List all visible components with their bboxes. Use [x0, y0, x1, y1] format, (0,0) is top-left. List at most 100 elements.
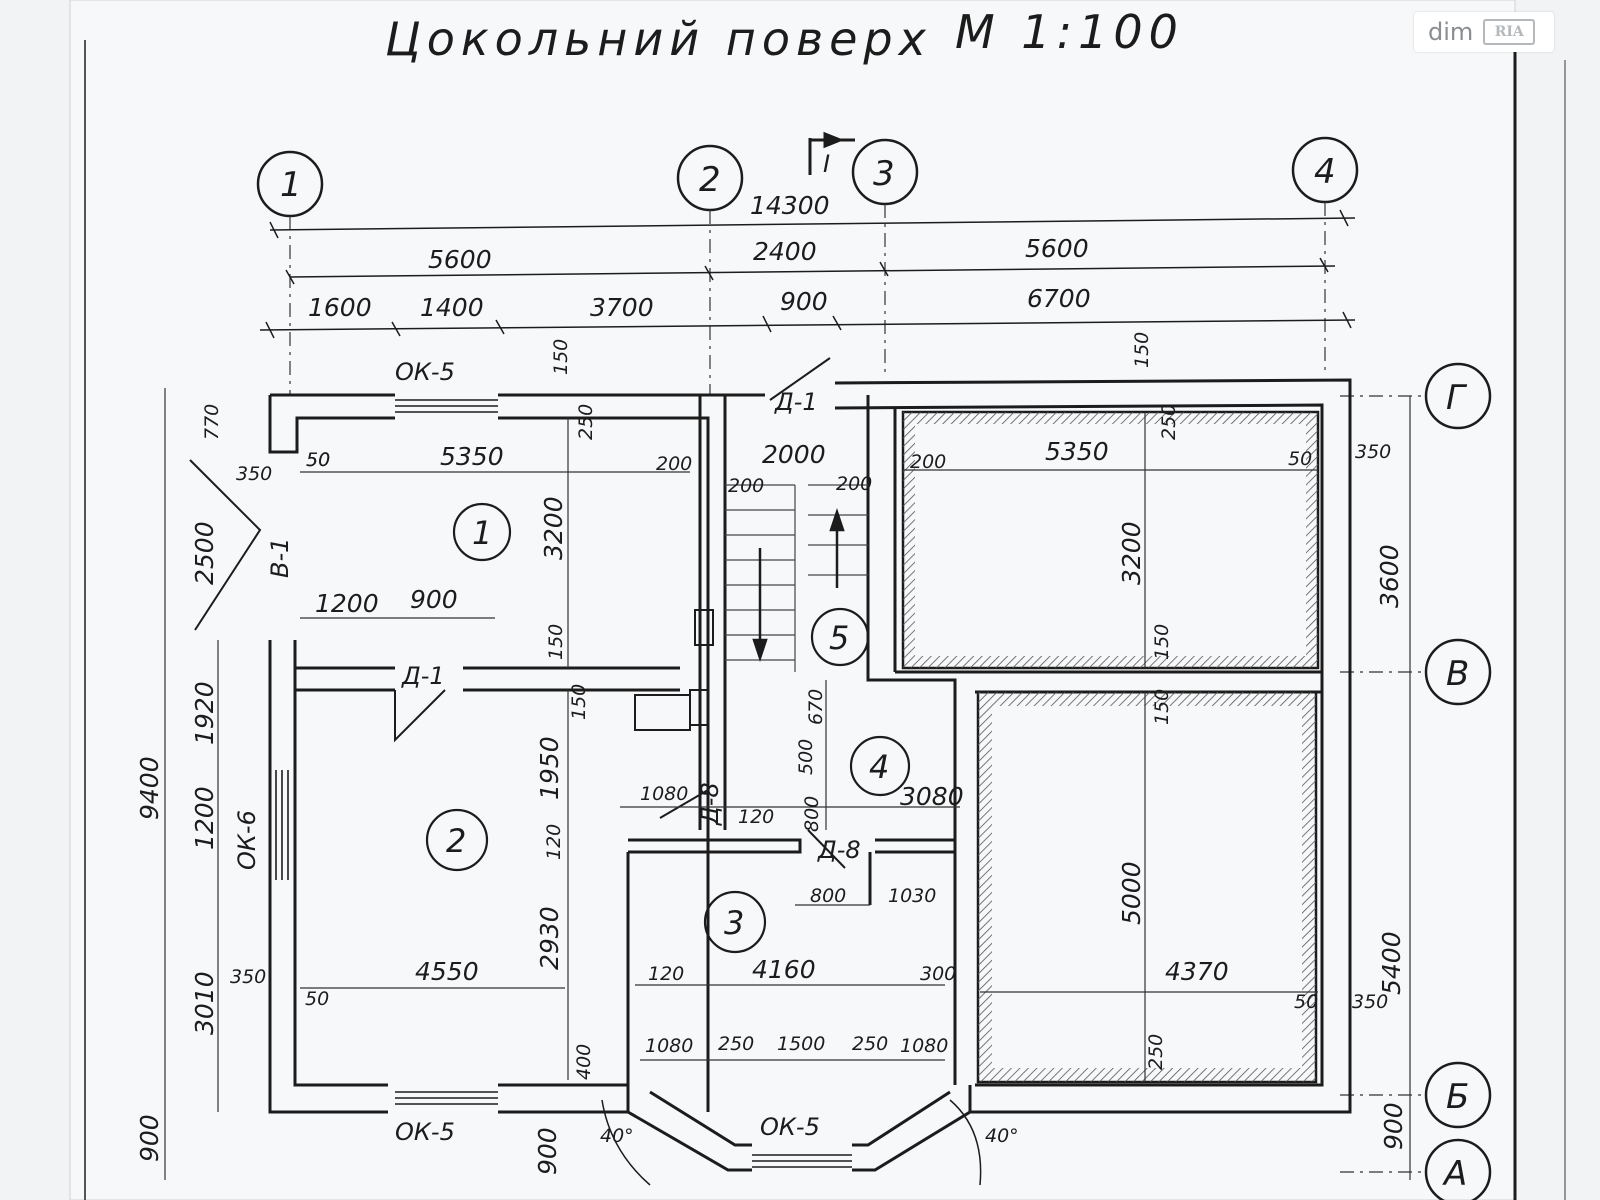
- fixtures: [634, 609, 714, 731]
- dim-r2-width: 4550: [415, 957, 479, 986]
- dim-wall-150a: 150: [550, 339, 572, 375]
- dim-5400: 5400: [1377, 931, 1406, 995]
- dim-2500: 2500: [190, 521, 219, 585]
- dim-r1-width: 5350: [440, 442, 504, 471]
- dim-1080-corridor: 1080: [640, 783, 688, 805]
- label-v1: В-1: [266, 538, 294, 578]
- dimension-lines-top: [259, 209, 1356, 339]
- watermark-text: dim: [1428, 18, 1474, 46]
- dim-50-left-b: 50: [305, 988, 329, 1010]
- room-3: 3: [724, 904, 744, 942]
- doors: [189, 357, 846, 869]
- dim-top-900: 900: [780, 287, 828, 316]
- dim-r2-1950: 1950: [535, 736, 564, 800]
- dim-120-corridor: 120: [738, 806, 774, 828]
- dim-9400: 9400: [135, 756, 164, 820]
- bay-angle-arcs: [601, 1099, 982, 1186]
- room-5: 5: [829, 619, 849, 657]
- dim-500: 500: [795, 739, 817, 775]
- dim-1200: 1200: [315, 589, 379, 618]
- axis-3: 3: [873, 154, 895, 194]
- dim-3010: 3010: [190, 971, 219, 1035]
- dim-stair-2000: 2000: [762, 440, 826, 469]
- dim-tr-width: 5350: [1045, 437, 1109, 466]
- axis-4: 4: [1314, 152, 1336, 192]
- dim-r2-2930: 2930: [535, 906, 564, 970]
- axis-b: Б: [1446, 1077, 1469, 1117]
- dim-wall-50a: 50: [1288, 448, 1312, 470]
- label-d8: Д-8: [817, 836, 861, 864]
- dim-bay-1080b: 1080: [900, 1035, 948, 1057]
- dim-bay-1080a: 1080: [645, 1035, 693, 1057]
- section-mark-label: I: [823, 150, 830, 178]
- room-1: 1: [472, 514, 492, 552]
- watermark-badge: dim RIA: [1414, 12, 1554, 52]
- dim-350-left-b: 350: [230, 966, 266, 988]
- axis-a: А: [1442, 1154, 1467, 1194]
- axis-1: 1: [280, 165, 302, 205]
- dim-50-left: 50: [306, 449, 330, 471]
- stair-arrows: [752, 508, 845, 662]
- axis-2: 2: [699, 160, 721, 200]
- dim-770: 770: [201, 404, 223, 440]
- room-2: 2: [446, 822, 466, 860]
- label-ok6: ОК-6: [233, 810, 261, 870]
- dim-wall-120b: 120: [648, 963, 684, 985]
- dim-wall-50b: 50: [1294, 991, 1318, 1013]
- dimension-lines-inner: [164, 388, 1411, 1180]
- drawing-scale: М 1:100: [955, 5, 1184, 59]
- drawing-title: Цокольний поверх: [385, 12, 932, 66]
- dim-wall-250a: 250: [575, 404, 597, 440]
- dim-670: 670: [805, 689, 827, 725]
- label-d8b: Д-8: [696, 782, 724, 826]
- dim-br-height: 5000: [1117, 861, 1146, 925]
- label-ok5-bay: ОК-5: [760, 1113, 820, 1141]
- dim-wall-150b: 150: [1131, 332, 1153, 368]
- dim-tr-height: 3200: [1117, 521, 1146, 585]
- dim-bay-900: 900: [533, 1127, 562, 1175]
- dim-1200-left: 1200: [190, 786, 219, 850]
- dim-top-2400: 2400: [753, 237, 817, 266]
- dim-3080: 3080: [900, 782, 964, 811]
- dim-350-right-a: 350: [1355, 441, 1391, 463]
- label-ok5-top: ОК-5: [395, 358, 455, 386]
- label-d1-top: Д-1: [774, 388, 818, 416]
- dim-wall-250c: 250: [1145, 1034, 1167, 1070]
- dim-200a: 200: [656, 453, 692, 475]
- dim-1030: 1030: [888, 885, 936, 907]
- dim-wall-150d: 150: [568, 684, 590, 720]
- dim-350-left: 350: [236, 463, 272, 485]
- axis-leaders: [289, 202, 1426, 1173]
- dim-wall-50c: 50: [306, 449, 330, 471]
- angle-left: 40°: [600, 1125, 634, 1147]
- dim-top-6700: 6700: [1027, 284, 1091, 313]
- dim-wall-400: 400: [573, 1044, 595, 1080]
- room-circles: [425, 502, 911, 954]
- dim-900-right: 900: [1379, 1102, 1408, 1150]
- paper-sheet: [69, 0, 1516, 1200]
- dim-900: 900: [410, 585, 458, 614]
- angle-right: 40°: [985, 1125, 1019, 1147]
- dim-top-3700: 3700: [590, 293, 654, 322]
- dim-top-1600: 1600: [308, 293, 372, 322]
- windows: [275, 399, 852, 1168]
- dim-bay-250b: 250: [852, 1033, 888, 1055]
- dim-wall-120a: 120: [543, 824, 565, 860]
- dim-wall-300: 300: [920, 963, 956, 985]
- room-4: 4: [869, 748, 889, 786]
- dim-top-5600b: 5600: [1025, 234, 1089, 263]
- dim-200d: 200: [910, 451, 946, 473]
- dim-top-5600a: 5600: [428, 245, 492, 274]
- dim-800-horiz: 800: [810, 885, 846, 907]
- dim-r1-height: 3200: [539, 496, 568, 560]
- dim-top-1400: 1400: [420, 293, 484, 322]
- label-ok5-bottom: ОК-5: [395, 1118, 455, 1146]
- dim-350-right-b: 350: [1352, 991, 1388, 1013]
- dim-wall-150f: 150: [1151, 689, 1173, 725]
- axis-g: Г: [1446, 378, 1468, 418]
- dim-200b: 200: [728, 475, 764, 497]
- dim-wall-250b: 250: [1158, 404, 1180, 440]
- section-mark: [808, 131, 855, 175]
- dim-wall-150e: 150: [1151, 624, 1173, 660]
